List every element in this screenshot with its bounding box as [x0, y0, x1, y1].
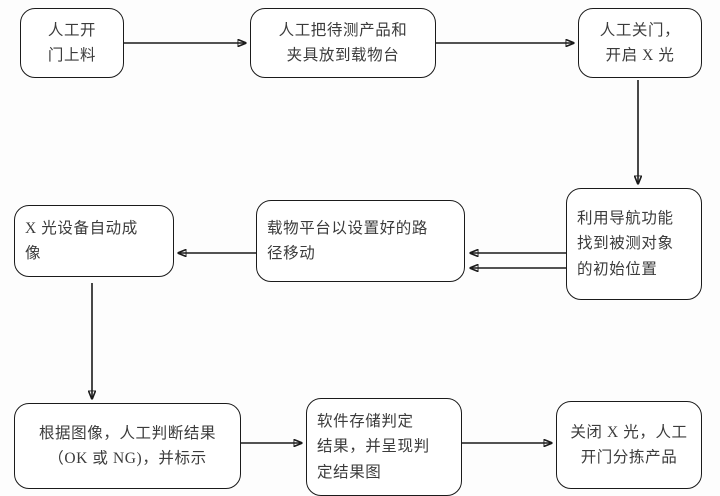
node-close-door-start-xray[interactable]: 人工关门， 开启 X 光: [578, 8, 702, 78]
node-navigate-find-initial-position[interactable]: 利用导航功能 找到被测对象 的初始位置: [566, 188, 702, 300]
node-manual-open-door-load[interactable]: 人工开 门上料: [20, 8, 124, 78]
node-stage-move-along-path[interactable]: 载物平台以设置好的路 径移动: [256, 200, 465, 282]
node-manual-judge-result[interactable]: 根据图像，人工判断结果 （OK 或 NG)，并标示: [14, 403, 241, 489]
node-xray-auto-imaging[interactable]: X 光设备自动成 像: [14, 205, 174, 277]
node-software-store-result[interactable]: 软件存储判定 结果，并呈现判 定结果图: [306, 398, 462, 496]
node-place-product-fixture[interactable]: 人工把待测产品和 夹具放到载物台: [250, 8, 436, 78]
node-close-xray-sort-product[interactable]: 关闭 X 光，人工 开门分拣产品: [556, 401, 702, 489]
